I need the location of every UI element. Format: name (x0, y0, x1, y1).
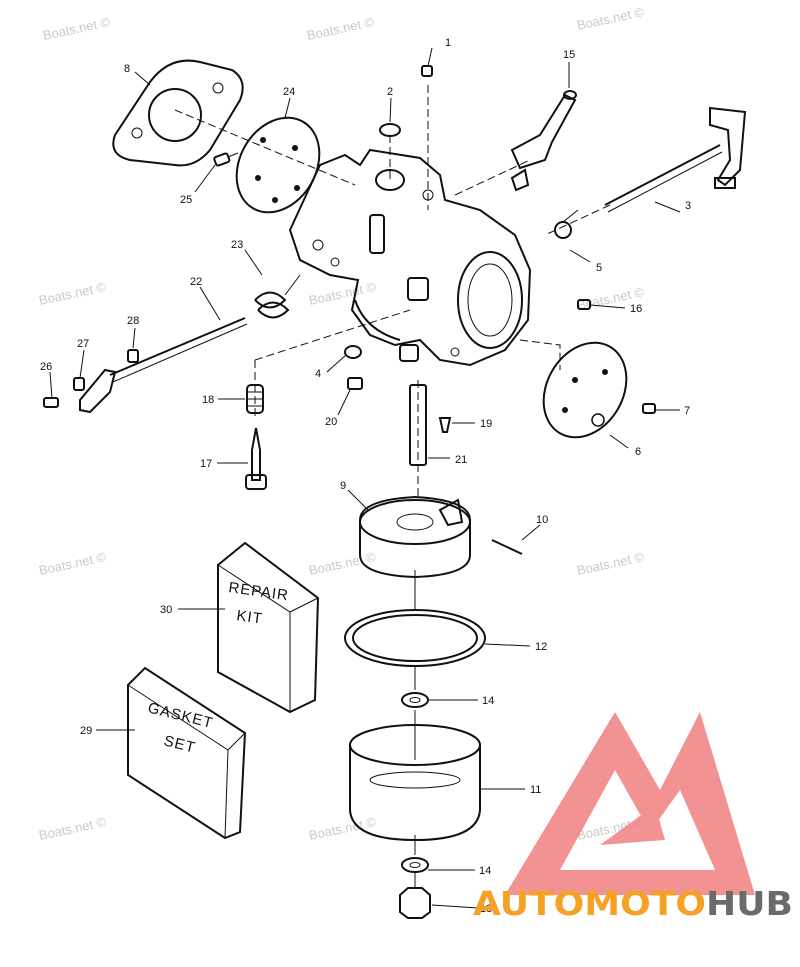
callout-17: 17 (200, 458, 212, 470)
watermark: Boats.net © (38, 814, 108, 843)
gasket-set-label-line2: SET (162, 732, 197, 756)
watermark: Boats.net © (38, 279, 108, 308)
part-4-washer (344, 345, 362, 359)
callout-24: 24 (283, 86, 295, 98)
callout-numbers: 1 2 3 4 5 6 7 8 9 10 11 12 13 14 14 15 1… (40, 37, 691, 915)
part-29-gasket-set-box: GASKET SET (127, 666, 247, 840)
callout-20: 20 (325, 416, 337, 428)
part-9-float (359, 495, 471, 579)
part-5-spring (554, 209, 579, 239)
callout-25: 25 (180, 194, 192, 206)
callout-7: 7 (684, 405, 690, 417)
watermark: Boats.net © (38, 549, 108, 578)
repair-kit-label-line1: REPAIR (227, 579, 290, 604)
part-14-washer (401, 857, 429, 873)
callout-5: 5 (596, 262, 602, 274)
part-23-spring (254, 274, 301, 319)
part-19-pin (438, 417, 452, 433)
part-6-plate (542, 341, 628, 439)
brand-text-hub: HUB (706, 884, 793, 923)
callout-29: 29 (80, 725, 92, 737)
callout-4: 4 (315, 368, 321, 380)
callout-9: 9 (340, 480, 346, 492)
part-10-pin (491, 539, 523, 555)
watermark: Boats.net © (576, 4, 646, 33)
part-8-gasket (112, 59, 244, 167)
callout-14: 14 (479, 865, 491, 877)
callout-11: 11 (530, 784, 541, 796)
watermark: Boats.net © (308, 549, 378, 578)
brand-text-automoto: AUTOMOTO (473, 884, 706, 923)
part-2-cap (379, 123, 401, 137)
part-15-fitting (510, 90, 577, 192)
repair-kit-label-line2: KIT (235, 607, 263, 628)
callout-12: 12 (535, 641, 547, 653)
part-21-pin (409, 384, 427, 466)
callout-10: 10 (536, 514, 548, 526)
callout-14: 14 (482, 695, 494, 707)
callout-3: 3 (685, 200, 691, 212)
callout-19: 19 (480, 418, 492, 430)
part-18-spring (246, 384, 264, 414)
part-12-gasket-ring (344, 609, 486, 667)
part-14-washer (401, 692, 429, 708)
callout-8: 8 (124, 63, 130, 75)
part-20-screw (347, 377, 363, 390)
callout-6: 6 (635, 446, 641, 458)
logo-mark (505, 712, 755, 895)
callout-15: 15 (563, 49, 575, 61)
watermark: Boats.net © (306, 14, 376, 43)
callout-21: 21 (455, 454, 467, 466)
part-22-shaft (79, 317, 248, 414)
gasket-set-label-line1: GASKET (146, 699, 215, 732)
callout-23: 23 (231, 239, 243, 251)
part-26-screw (43, 397, 59, 408)
part-17-needle (245, 427, 267, 490)
part-28-nut (127, 349, 139, 363)
callout-18: 18 (202, 394, 214, 406)
part-1-plug (421, 65, 433, 77)
part-3-shaft (604, 106, 747, 213)
watermark: Boats.net © (308, 279, 378, 308)
callout-1: 1 (445, 37, 451, 49)
part-carburetor-body (288, 148, 532, 367)
watermark: Boats.net © (42, 14, 112, 43)
leader-lines (49, 47, 681, 909)
part-24-plate (235, 116, 321, 214)
callout-30: 30 (160, 604, 172, 616)
watermark: Boats.net © (308, 814, 378, 843)
part-13-nut (399, 887, 431, 919)
part-25-screw (213, 152, 239, 167)
part-30-repair-kit-box: REPAIR KIT (217, 541, 320, 714)
callout-27: 27 (77, 338, 89, 350)
part-16-screw (577, 299, 591, 310)
callout-28: 28 (127, 315, 139, 327)
callout-2: 2 (387, 86, 393, 98)
callout-22: 22 (190, 276, 202, 288)
callout-16: 16 (630, 303, 642, 315)
part-11-bowl (349, 724, 481, 842)
part-7-screw (642, 403, 656, 414)
callout-13: 13 (480, 903, 492, 915)
alignment-lines (174, 85, 611, 888)
callout-26: 26 (40, 361, 52, 373)
part-27-nut (73, 377, 85, 391)
watermark: Boats.net © (576, 549, 646, 578)
